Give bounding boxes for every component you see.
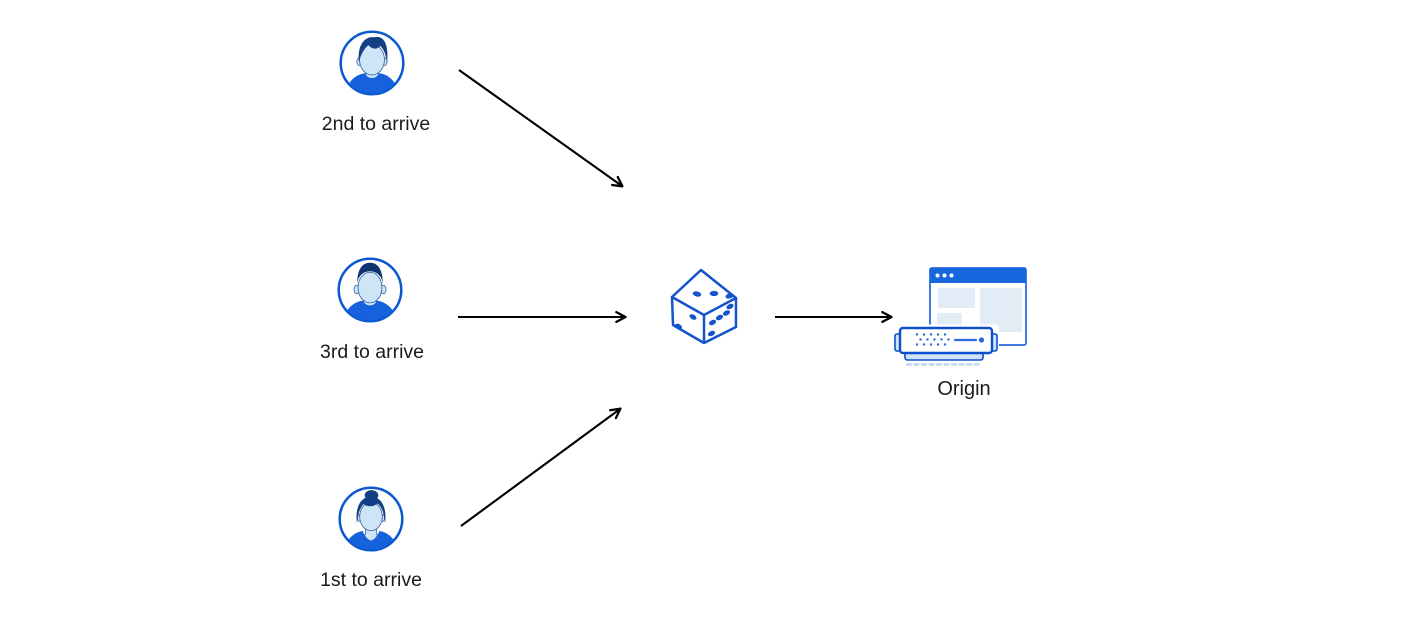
man-swoop-hair-avatar-icon xyxy=(339,30,405,96)
origin-label: Origin xyxy=(937,378,991,400)
origin-node xyxy=(893,262,1029,368)
dice-node xyxy=(665,263,739,347)
woman-bun-hair-avatar-icon xyxy=(338,486,404,552)
client-node-2nd xyxy=(338,29,406,97)
arrow-client2-to-dice xyxy=(458,69,624,188)
origin-server-icon xyxy=(893,267,1027,366)
arrow-client1-to-dice xyxy=(460,407,622,527)
dice-icon xyxy=(670,268,738,345)
client-node-3rd xyxy=(336,256,404,324)
client-node-1st xyxy=(337,485,405,553)
client-label-3rd: 3rd to arrive xyxy=(319,341,425,363)
client-label-1st: 1st to arrive xyxy=(320,569,422,591)
client-label-2nd: 2nd to arrive xyxy=(321,113,431,135)
man-short-hair-avatar-icon xyxy=(337,257,403,323)
